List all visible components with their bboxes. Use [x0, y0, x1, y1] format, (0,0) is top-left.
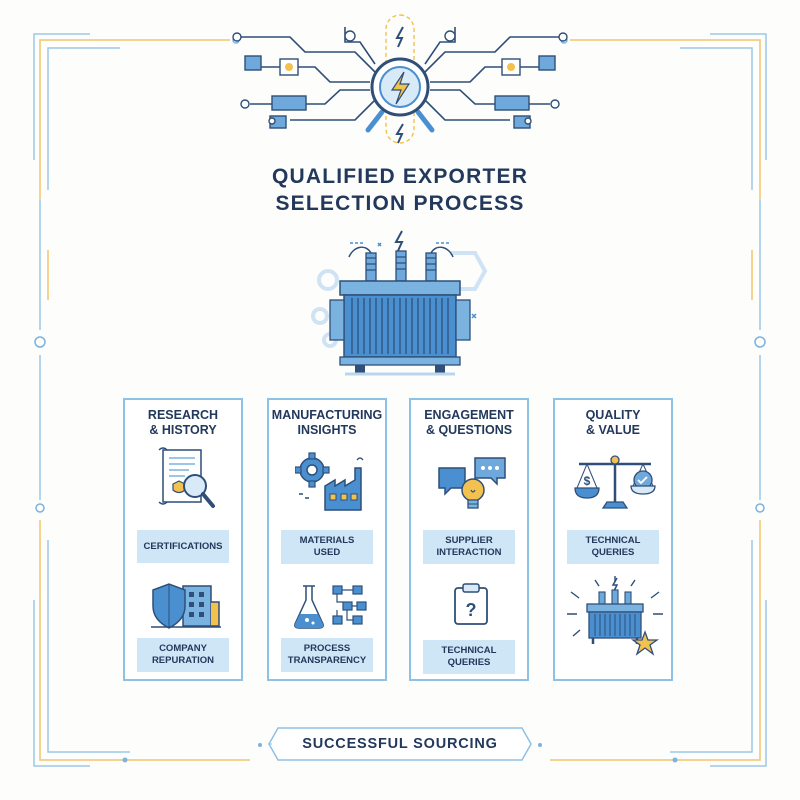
heading-line: RESEARCH — [147, 408, 219, 422]
column-manufacturing-insights: MANUFACTURING INSIGHTS MATERIALS USED — [267, 398, 387, 681]
transformer-star-icon — [567, 576, 663, 656]
heading-line: MANUFACTURING — [271, 408, 383, 422]
tag-line: PROCESS — [303, 643, 351, 654]
transformer-icon — [311, 230, 488, 376]
balance-scale-icon: $ — [574, 455, 656, 509]
tag-technical-queries: TECHNICAL QUERIES — [423, 640, 515, 674]
column-heading: QUALITY & VALUE — [555, 408, 671, 438]
tag-line: REPURATION — [151, 655, 215, 666]
tag-line: QUERIES — [591, 547, 635, 558]
title-line-2: SELECTION PROCESS — [275, 192, 525, 215]
gear-factory-icon — [295, 452, 364, 511]
shield-building-icon — [151, 583, 221, 629]
document-magnifier-icon — [158, 447, 215, 508]
svg-text:$: $ — [584, 474, 591, 488]
tag-line: TRANSPARENCY — [287, 655, 367, 666]
footer-label: SUCCESSFUL SOURCING — [302, 736, 498, 752]
tag-line: CERTIFICATIONS — [143, 540, 223, 552]
flask-flowchart-icon — [294, 585, 367, 629]
footer-banner — [268, 727, 532, 761]
tag-materials-used: MATERIALS USED — [281, 530, 373, 564]
tag-company-reputation: COMPANY REPURATION — [137, 638, 229, 672]
heading-line: & QUESTIONS — [425, 423, 513, 437]
tag-line: QUERIES — [447, 657, 491, 668]
tag-line: TECHNICAL — [441, 645, 497, 656]
heading-line: & VALUE — [586, 423, 640, 437]
column-research-history: RESEARCH & HISTORY CERTIFICATIONS COMPAN… — [123, 398, 243, 681]
heading-line: QUALITY — [585, 408, 641, 422]
tag-line: INTERACTION — [436, 547, 502, 558]
circuit-lightning-emblem-icon — [232, 14, 568, 144]
tag-line: MATERIALS — [299, 535, 355, 546]
column-heading: MANUFACTURING INSIGHTS — [269, 408, 385, 438]
chat-lightbulb-icon — [438, 457, 506, 509]
tag-supplier-interaction: SUPPLIER INTERACTION — [423, 530, 515, 564]
column-engagement-questions: ENGAGEMENT & QUESTIONS SUPPLIER INTERACT… — [409, 398, 529, 681]
page-title: QUALIFIED EXPORTER SELECTION PROCESS — [0, 163, 800, 217]
tag-certifications: CERTIFICATIONS — [137, 530, 229, 563]
heading-line: ENGAGEMENT — [424, 408, 514, 422]
heading-line: INSIGHTS — [297, 423, 357, 437]
tag-line: COMPANY — [159, 643, 207, 654]
column-heading: RESEARCH & HISTORY — [125, 408, 241, 438]
heading-line: & HISTORY — [149, 423, 217, 437]
tag-line: TECHNICAL — [585, 535, 641, 546]
question-clipboard-icon: ? — [454, 583, 488, 625]
tag-technical-queries: TECHNICAL QUERIES — [567, 530, 659, 564]
tag-line: USED — [313, 547, 341, 558]
column-quality-value: QUALITY & VALUE $ TECHNICAL QUERIES — [553, 398, 673, 681]
svg-text:?: ? — [466, 600, 477, 620]
tag-process-transparency: PROCESS TRANSPARENCY — [281, 638, 373, 672]
column-heading: ENGAGEMENT & QUESTIONS — [411, 408, 527, 438]
title-line-1: QUALIFIED EXPORTER — [271, 165, 529, 188]
tag-line: SUPPLIER — [445, 535, 493, 546]
